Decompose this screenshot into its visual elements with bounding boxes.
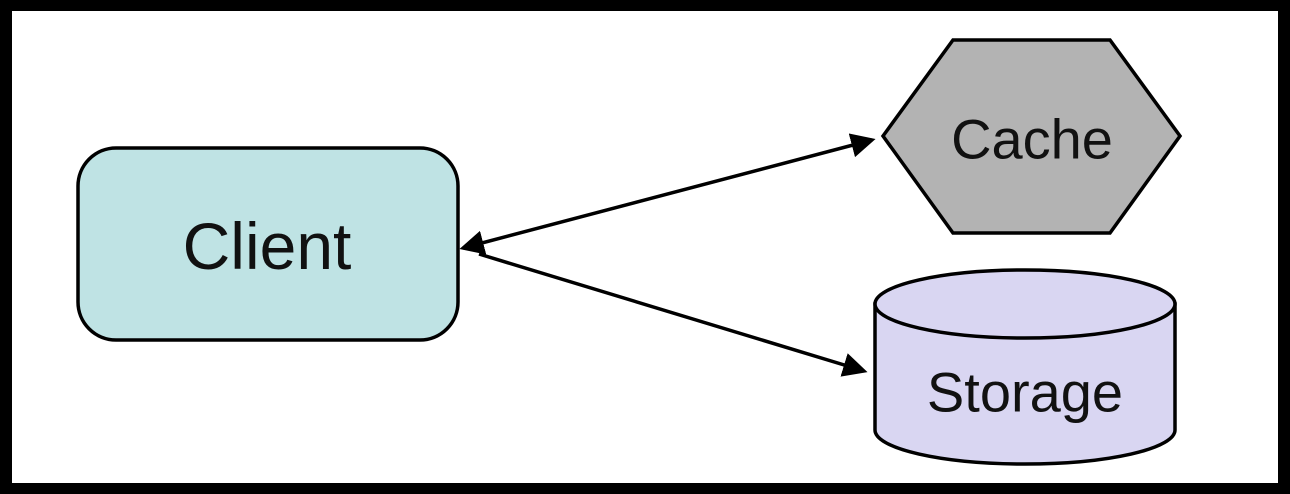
client-shape <box>76 146 460 342</box>
client-label: Client <box>183 209 352 283</box>
edge-client-storage <box>478 252 868 377</box>
storage-shape-top <box>873 268 1177 340</box>
client-node: Client <box>76 146 460 342</box>
cache-shape <box>880 38 1183 235</box>
storage-node: Storage <box>873 268 1177 466</box>
storage-label: Storage <box>927 361 1123 424</box>
cache-node: Cache <box>880 38 1183 235</box>
storage-shape-body <box>873 302 1177 466</box>
cache-label: Cache <box>951 108 1113 171</box>
edge-client-cache <box>459 133 876 255</box>
